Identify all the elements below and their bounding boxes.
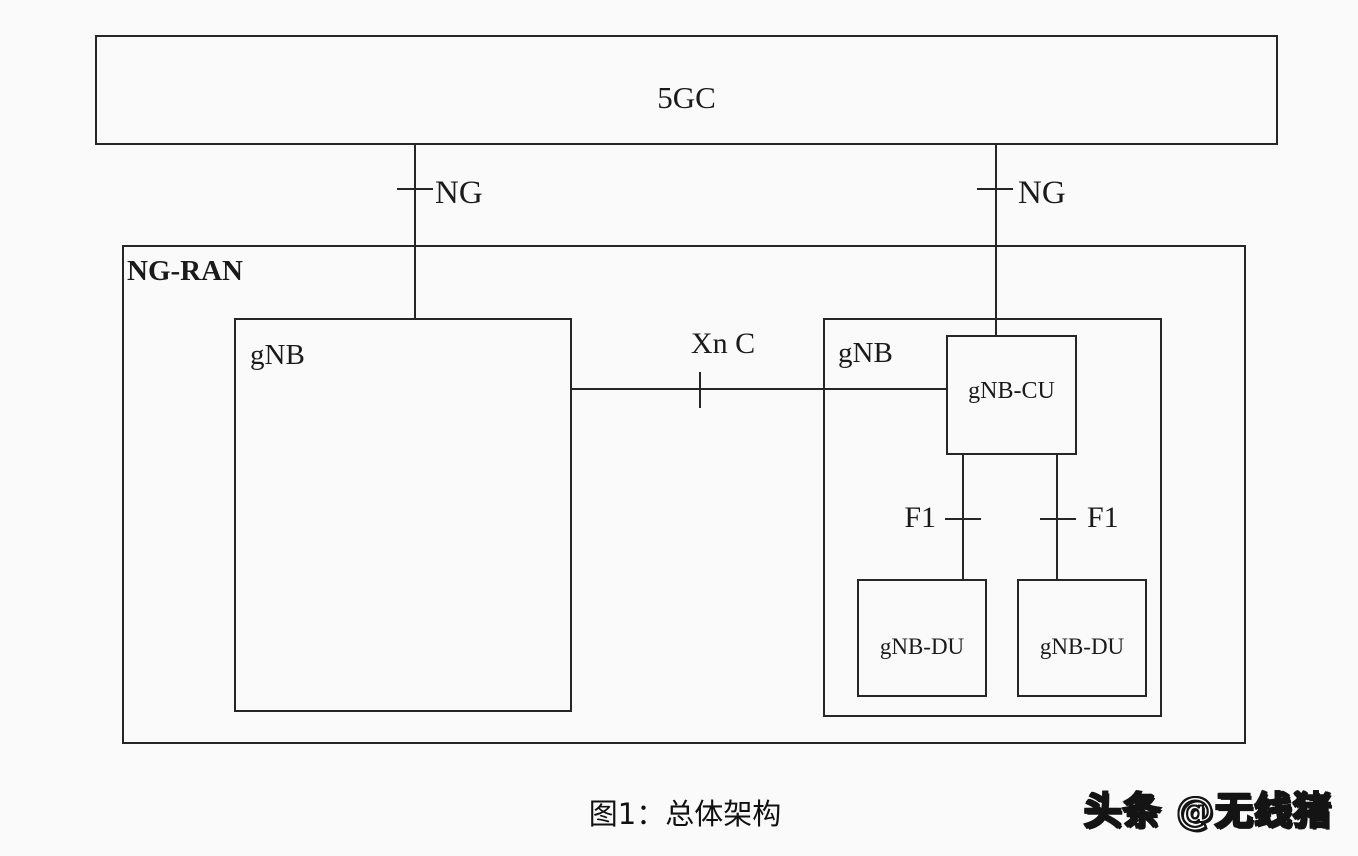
node-gnb-cu-box: gNB-CU: [946, 335, 1077, 455]
f1-left-interface-label: F1: [904, 501, 936, 534]
node-gnb-left-label: gNB: [250, 339, 305, 371]
ng-left-interface-label: NG: [435, 175, 483, 211]
node-ngran-box: [122, 245, 1246, 744]
f1-left-tick: [945, 518, 981, 520]
ng-connector-left: [414, 145, 416, 318]
ng-right-tick: [977, 188, 1013, 190]
node-gnb-du-left-label: gNB-DU: [879, 634, 965, 659]
node-gnb-du-right-box: gNB-DU: [1017, 579, 1147, 697]
watermark-text: 头条 @无线猪: [1083, 789, 1332, 833]
ng-right-interface-label: NG: [1018, 175, 1066, 211]
f1-connector-left: [962, 455, 964, 579]
node-gnb-right-box: [823, 318, 1162, 717]
xn-tick: [699, 372, 701, 408]
xn-connector: [572, 388, 946, 390]
f1-right-tick: [1040, 518, 1076, 520]
ng-left-tick: [397, 188, 433, 190]
node-gnb-du-right-label: gNB-DU: [1039, 634, 1125, 659]
node-gnb-left-box: [234, 318, 572, 712]
node-ngran-label: NG-RAN: [127, 255, 243, 287]
node-5gc-label: 5GC: [657, 79, 716, 115]
node-gnb-right-label: gNB: [838, 337, 893, 369]
xn-interface-label: Xn C: [690, 327, 756, 360]
f1-right-interface-label: F1: [1087, 501, 1119, 534]
node-gnb-du-left-box: gNB-DU: [857, 579, 987, 697]
f1-connector-right: [1056, 455, 1058, 579]
figure-caption: 图1：总体架构: [588, 797, 782, 831]
node-gnb-cu-label: gNB-CU: [968, 377, 1055, 404]
node-5gc-box: 5GC: [95, 35, 1278, 145]
ng-connector-right: [995, 145, 997, 335]
